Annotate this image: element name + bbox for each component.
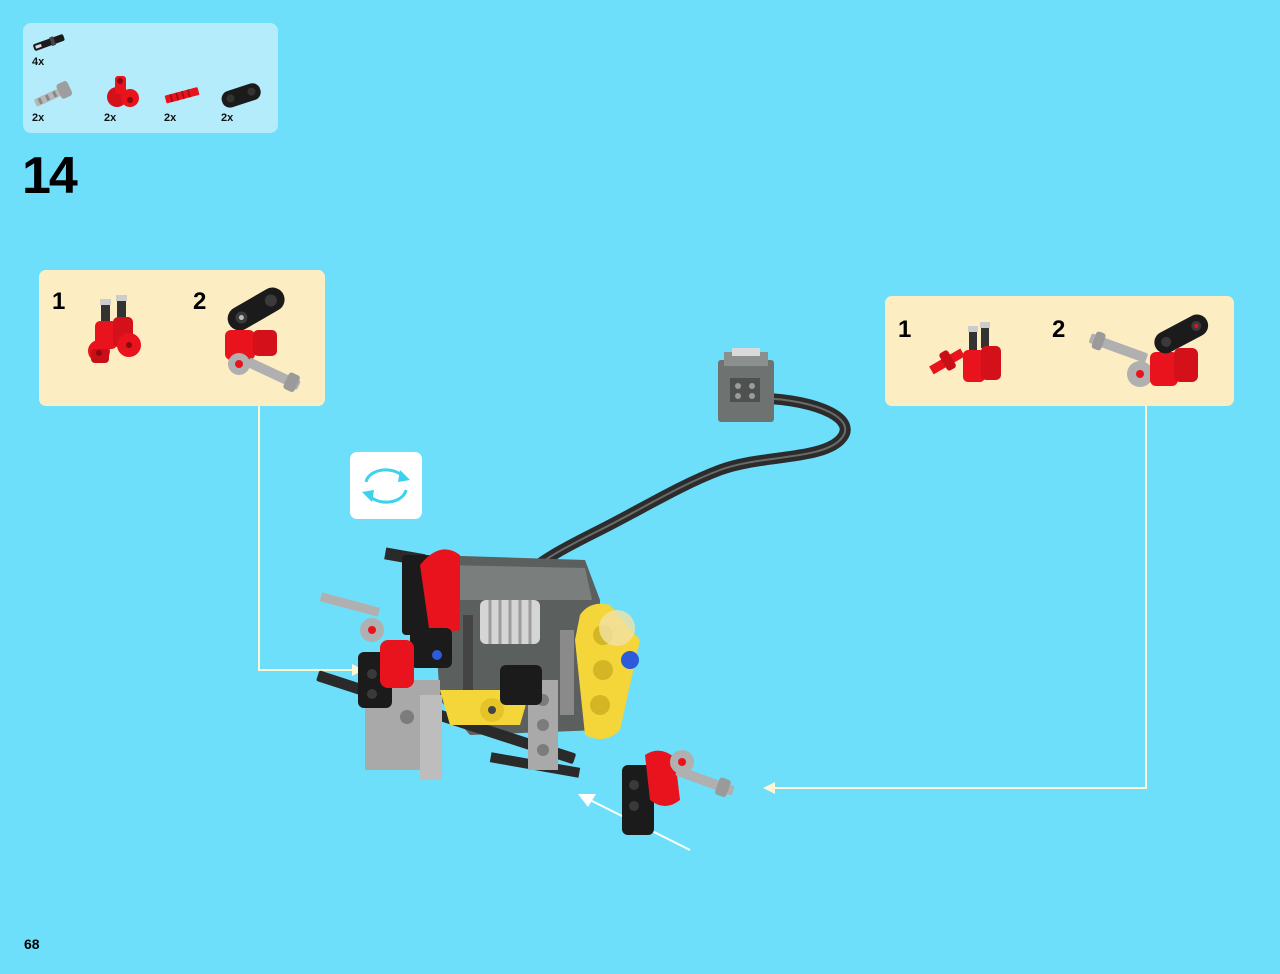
- red-double-connector-icon: [107, 76, 139, 107]
- left-subassembly-panel: 1 2: [39, 270, 325, 406]
- right-substep-2-part: [1089, 314, 1209, 387]
- part-qty-2: 2x: [32, 112, 45, 124]
- part-qty-3: 2x: [104, 112, 117, 124]
- black-pin-icon: [33, 34, 65, 51]
- part-qty-1: 4x: [32, 56, 45, 68]
- left-callout-line: [258, 406, 352, 671]
- left-substep-1-number: 1: [52, 288, 66, 315]
- insert-arrow-head: [578, 794, 596, 807]
- cable-plug-icon: [718, 348, 774, 422]
- right-subassembly-model: [622, 750, 735, 835]
- motor-cable: [516, 392, 851, 584]
- parts-list-panel: 4x 2x 2x 2x 2x: [23, 23, 278, 133]
- left-substep-2-number: 2: [193, 288, 207, 315]
- rotate-model-box: [350, 452, 422, 519]
- right-substep-1-number: 1: [898, 316, 912, 343]
- rotate-model-icon: [362, 468, 410, 504]
- page-number: 68: [24, 936, 40, 952]
- right-substep-2-number: 2: [1052, 316, 1066, 343]
- right-substep-1-part: [929, 322, 1001, 382]
- step-number: 14: [22, 147, 78, 205]
- part-qty-4: 2x: [164, 112, 177, 124]
- red-axle-icon: [164, 87, 200, 104]
- left-substep-2-part: [225, 287, 301, 392]
- black-beam-icon: [221, 83, 261, 108]
- right-callout-line: [775, 406, 1147, 789]
- right-subassembly-panel: 1 2: [885, 296, 1234, 406]
- left-substep-1-part: [88, 295, 141, 363]
- part-qty-5: 2x: [221, 112, 234, 124]
- gray-axle-connector-icon: [34, 81, 73, 107]
- right-callout-arrowhead: [763, 782, 775, 794]
